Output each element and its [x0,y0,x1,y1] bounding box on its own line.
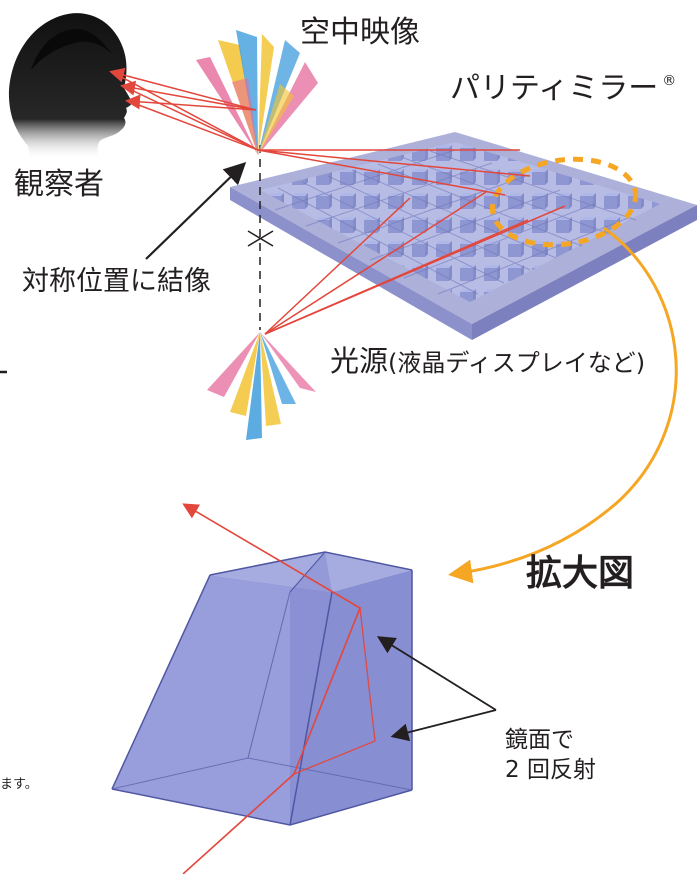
observer-label: 観察者 [14,167,104,202]
enlarged-view-label: 拡大図 [526,553,635,594]
light-source-note: (液晶ディスプレイなど) [388,349,646,377]
enlarged-mirror-cube [111,551,413,826]
reflection-pointer-arrows [376,636,497,742]
magnify-arrow [448,226,678,584]
aerial-image-fan-icon [196,30,318,155]
registered-mark: ® [662,73,677,89]
observer-head-icon [8,13,132,161]
aerial-image-label: 空中映像 [300,15,420,50]
mirror-reflection-line-2: 2 回反射 [505,757,596,784]
enlarged-area-marker [489,156,639,248]
parity-mirror-name: パリティミラー [450,71,659,106]
mirror-reflection-line-1: 鏡面で [505,727,574,753]
observation-rays [109,67,566,335]
symmetric-imaging-label: 対称位置に結像 [22,266,211,297]
mirror-reflection-note: 鏡面で 2 回反射 [505,725,596,786]
light-source-label: 光源(液晶ディスプレイなど) [330,347,645,376]
enlarged-ray-inner [293,607,376,775]
enlarged-ray-path [182,503,361,874]
mirror-plate [230,132,697,340]
cut-off-text: ます。 [0,777,38,792]
parity-mirror-label: パリティミラー® [450,74,676,104]
pointer-arrow [145,161,247,260]
symmetry-cross-icon [247,230,274,247]
light-source-fan-icon [207,332,316,440]
light-source-name: 光源 [330,344,389,378]
